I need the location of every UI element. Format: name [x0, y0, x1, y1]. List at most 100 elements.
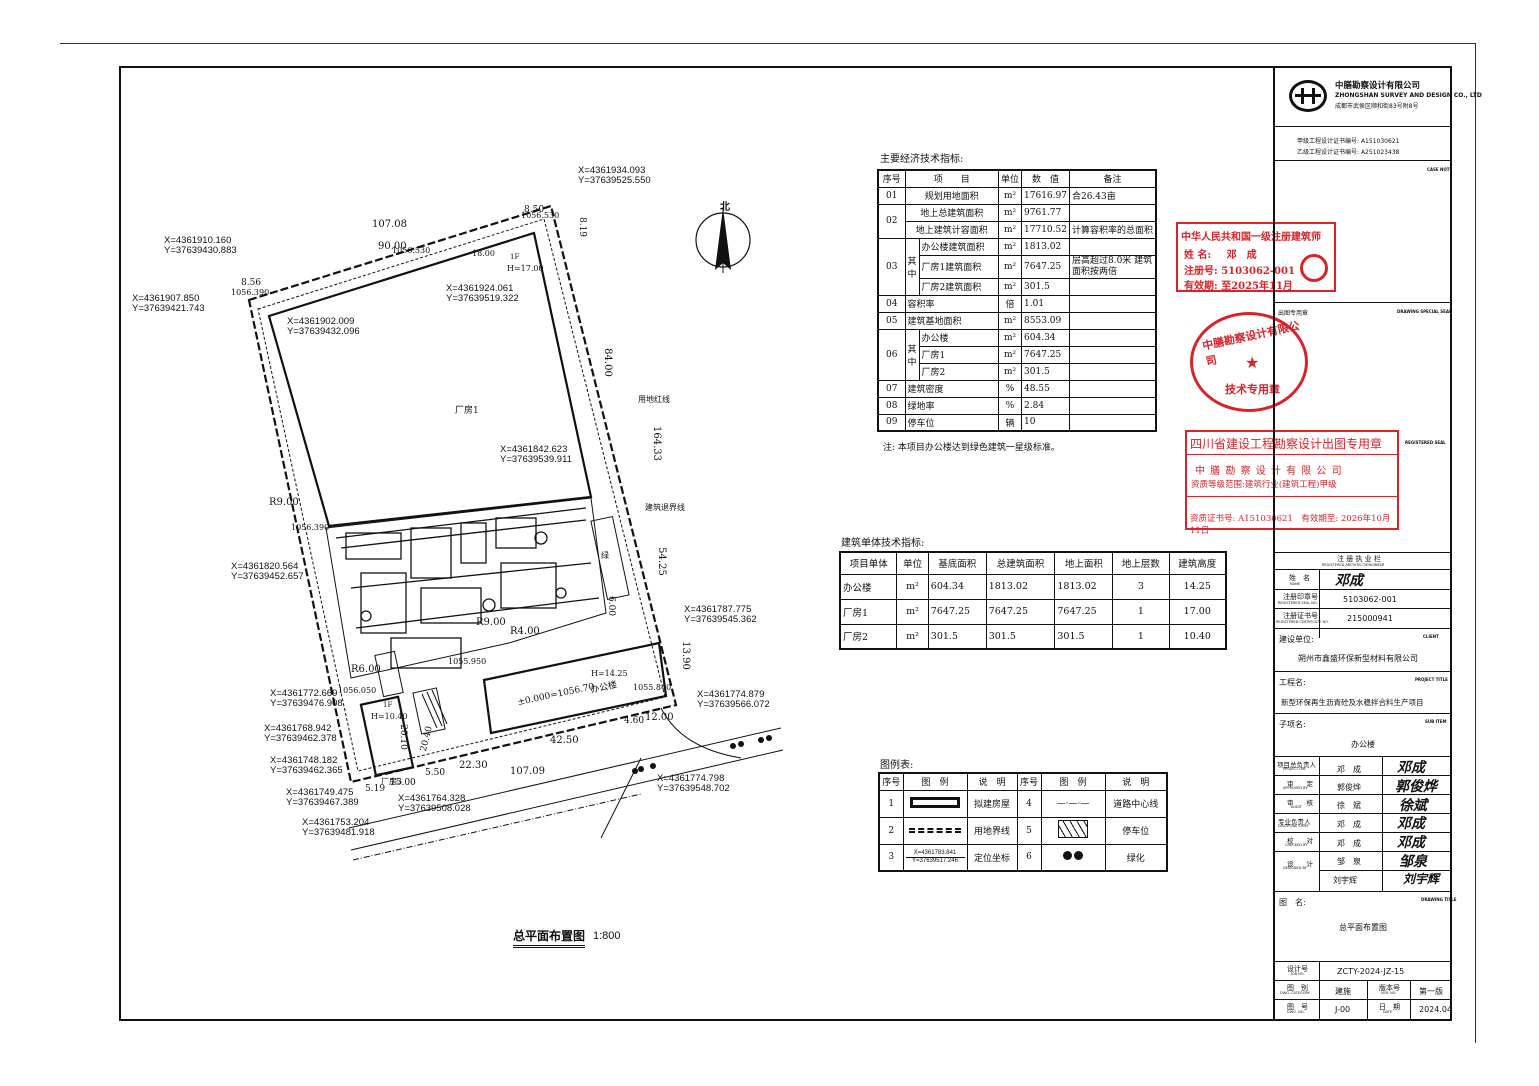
dim-6-00: 6.00 — [606, 595, 617, 617]
dim-8-56: 8.56 — [241, 278, 262, 288]
process-area — [325, 497, 607, 679]
signature-name: 邓成 — [1335, 573, 1363, 589]
dim-42-50: 42.50 — [550, 735, 579, 746]
cert-b: A251023438 — [1360, 149, 1400, 156]
company-logo-icon — [1289, 80, 1327, 112]
drawing-title: 总平面布置图 — [513, 927, 586, 948]
north-arrow-icon — [695, 208, 751, 273]
plant1-height: H=17.00 — [507, 264, 544, 273]
dim-107-08: 107.08 — [372, 219, 407, 230]
legend-table: 序号 图 例 说 明 序号 图 例 说 明 1 拟建房屋 4 —·—·— 道路中… — [878, 772, 1168, 872]
company-address: 成都市武侯区顺和街83号附8号 — [1335, 103, 1419, 110]
category: 建施 — [1335, 987, 1351, 996]
plant2-outline — [359, 695, 415, 777]
land-boundary-icon — [909, 827, 961, 833]
registered-seal: REGISTERED SEAL — [1405, 440, 1446, 445]
reg-column-title-en: REGISTERED ARCHITECT/ENGINEER — [1322, 563, 1385, 567]
plant2-height: H=10.40 — [371, 712, 408, 721]
building-header-row: 项目单体 单位 基底面积 总建筑面积 地上面积 地上层数 建筑高度 — [839, 551, 1227, 575]
architect-emblem-icon — [1300, 254, 1328, 282]
cert-a: A151030621 — [1360, 138, 1400, 145]
dim-20-10: 20.10 — [397, 724, 408, 750]
drawing-scale: 1:800 — [593, 930, 621, 942]
sub-name: 办公楼 — [1351, 740, 1375, 749]
project-label: 工程名: — [1279, 678, 1306, 687]
land-boundary-label: 用地红线 — [638, 395, 670, 404]
dim-18-00: 18.00 — [472, 249, 495, 258]
equipment-cluster — [335, 507, 600, 669]
setback-label: 建筑退界线 — [645, 503, 685, 512]
signature: 郭俊烨 — [1395, 779, 1437, 795]
radius-r9-w: R9.00 — [269, 497, 299, 508]
signature: 邓成 — [1397, 835, 1425, 851]
project-name: 新型环保再生沥青砼及水稳拌合料生产项目 — [1281, 698, 1424, 707]
building-title: 建筑单体技术指标: — [841, 538, 925, 549]
company-round-stamp: 中膳勘察设计有限公司 技术专用章 ★ — [1190, 312, 1308, 412]
plant2-floor: 1F — [383, 701, 393, 709]
signature: 邓成 — [1397, 816, 1425, 832]
seal-no: 5103062-001 — [1343, 595, 1397, 604]
client-label: 建设单位: — [1279, 635, 1314, 644]
drawing-frame — [119, 66, 1452, 1021]
title-block: 中膳勘察设计有限公司 ZHONGSHAN SURVEY AND DESIGN C… — [1273, 68, 1482, 1019]
sub-label: 子项名: — [1279, 720, 1306, 729]
plant1-label: 厂房1 — [455, 406, 479, 416]
radius-r4: R4.00 — [510, 626, 540, 637]
elevation-ne: 1056.530 — [521, 211, 560, 220]
road-center-icon: —·—·— — [1040, 789, 1106, 818]
elevation-nw: 1056.390 — [231, 288, 270, 297]
table-row: 2 用地界线 5 停车位 — [878, 816, 1168, 845]
road-curve — [600, 757, 642, 839]
company-name: 中膳勘察设计有限公司 — [1335, 81, 1421, 91]
plant1-outline — [267, 231, 593, 528]
date: 2024.04 — [1419, 1005, 1453, 1014]
cert-a-label: 甲级工程设计证书编号: — [1297, 138, 1360, 145]
dim-22-30: 22.30 — [459, 760, 488, 771]
tree-icon — [1063, 851, 1072, 861]
tree-row — [632, 735, 772, 774]
signature: 邹泉 — [1399, 854, 1427, 870]
cert-b-label: 乙级工程设计证书编号: — [1297, 149, 1360, 156]
signature: 刘宇辉 — [1403, 872, 1440, 886]
site-plan-drawing — [247, 204, 784, 861]
dim-5-19: 5.19 — [365, 784, 386, 794]
case-note: CASE NOTE — [1427, 167, 1453, 172]
econ-header-row: 序号 项 目 单位 数 值 备注 — [877, 169, 1157, 188]
dim-107-09: 107.09 — [510, 766, 545, 777]
dim-54-25: 54.25 — [655, 547, 667, 576]
proposed-building-icon — [910, 796, 960, 808]
dim-4-60: 4.60 — [624, 716, 645, 726]
star-icon: ★ — [1245, 353, 1260, 372]
cert-no: 215000941 — [1347, 614, 1393, 623]
legend-header-row: 序号 图 例 说 明 序号 图 例 说 明 — [878, 772, 1168, 791]
parking-lots — [374, 650, 448, 735]
tree-icon — [1074, 851, 1083, 861]
legend-title: 图例表: — [880, 760, 914, 771]
signature: 邓成 — [1397, 760, 1425, 776]
elevation-se: 1055.840 — [633, 683, 672, 692]
office-outline — [482, 641, 668, 735]
road-south-3 — [352, 793, 642, 861]
